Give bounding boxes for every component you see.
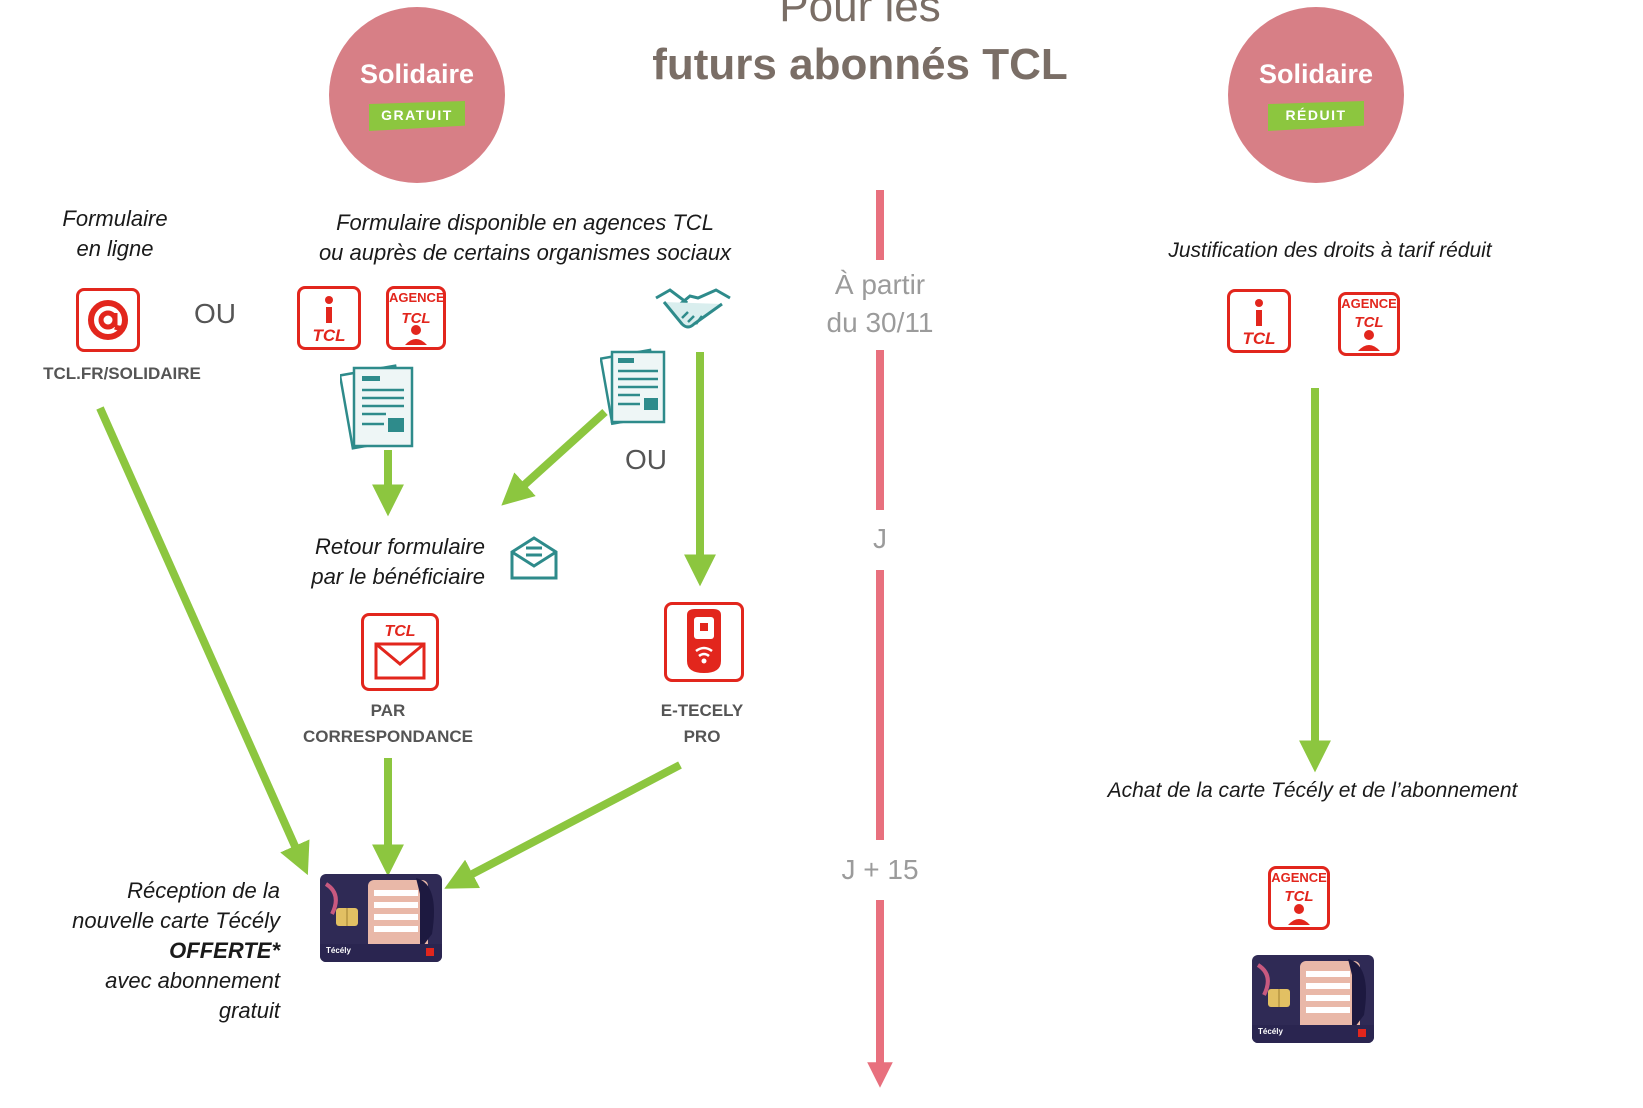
or-label-2: OU (625, 444, 667, 475)
badge-name: Solidaire (359, 59, 475, 89)
card-label: Técély (326, 946, 351, 955)
badge-ribbon (369, 101, 465, 131)
online-form-label: Formulaire en ligne (20, 204, 210, 264)
tcl-info-icon: TCL (297, 286, 361, 350)
title-line-2: futurs abonnés TCL (652, 40, 1068, 89)
timeline-start-line2: du 30/11 (826, 307, 934, 338)
agencies-form-label: Formulaire disponible en agences TCL ou … (270, 208, 780, 268)
arrow-etecely-to-card (444, 761, 682, 889)
svg-text:TCL: TCL (401, 310, 430, 327)
achat-label: Achat de la carte Técély et de l’abonnem… (1107, 779, 1518, 802)
correspondance-caption: PAR CORRESPONDANCE (270, 698, 506, 750)
reception-line4: avec abonnement (105, 968, 280, 993)
agence-icon: AGENCE TCL (1268, 866, 1330, 930)
document-icon (340, 364, 414, 450)
document-icon (600, 348, 666, 426)
agence-icon-label: AGENCE (389, 290, 445, 305)
tecely-card-image: Técély (320, 874, 442, 962)
tcl-info-icon: TCL (1227, 289, 1291, 353)
reception-line2: nouvelle carte Técély (72, 908, 280, 933)
return-form-line1: Retour formulaire (315, 534, 485, 559)
reception-line1: Réception de la (127, 878, 280, 903)
handshake-icon (655, 288, 731, 329)
at-sign-icon[interactable] (76, 288, 140, 352)
agence-icon: AGENCE TCL (386, 286, 446, 350)
reception-label: Réception de la nouvelle carte Técély OF… (20, 876, 280, 1026)
e-tecely-caption: E-TECELY PRO (614, 698, 790, 750)
online-form-label-line1: Formulaire (62, 206, 168, 231)
svg-text:TCL: TCL (1284, 888, 1313, 905)
badge-ribbon-text: GRATUIT (381, 107, 453, 123)
e-tecely-line2: PRO (683, 727, 721, 746)
return-form-line2: par le bénéficiaire (311, 564, 485, 589)
badge-ribbon-text: RÉDUIT (1285, 107, 1347, 123)
arrow-online-to-card (96, 406, 310, 876)
agence-icon-label: AGENCE (1271, 870, 1327, 885)
reception-line5: gratuit (218, 998, 280, 1023)
agence-icon-label: AGENCE (1341, 296, 1397, 311)
online-form-label-line2: en ligne (76, 236, 154, 261)
card-label: Técély (1258, 1027, 1283, 1036)
timeline-j-label: J (873, 523, 887, 554)
svg-text:TCL: TCL (1242, 329, 1275, 348)
online-url[interactable]: TCL.FR/SOLIDAIRE (43, 364, 201, 383)
correspondance-line1: PAR (370, 701, 406, 720)
arrow-partner-form-to-return (501, 409, 608, 506)
timeline-start-label: À partir du 30/11 (800, 266, 960, 342)
correspondance-line2: CORRESPONDANCE (302, 727, 474, 746)
justification-label: Justification des droits à tarif réduit (1168, 239, 1492, 262)
timeline-start-line1: À partir (834, 269, 926, 300)
mail-icon (510, 536, 558, 580)
or-label-1: OU (194, 298, 236, 329)
reception-offer: OFFERTE* (169, 938, 280, 963)
badge-name: Solidaire (1258, 59, 1374, 89)
e-tecely-terminal-icon (664, 602, 744, 682)
agence-icon: AGENCE TCL (1338, 292, 1400, 356)
page-title: Pour les futurs abonnés TCL (600, 0, 1120, 94)
tecely-card-image: Técély (1252, 955, 1374, 1043)
timeline-j15-label: J + 15 (841, 854, 919, 885)
title-line-1: Pour les (779, 0, 941, 31)
badge-ribbon (1268, 101, 1364, 131)
svg-text:TCL: TCL (384, 623, 415, 640)
return-form-label: Retour formulaire par le bénéficiaire (250, 532, 485, 592)
badge-solidaire-reduit: Solidaire RÉDUIT (1228, 7, 1404, 183)
e-tecely-line1: E-TECELY (660, 701, 744, 720)
agencies-form-line2: ou auprès de certains organismes sociaux (318, 240, 732, 265)
svg-text:TCL: TCL (1354, 314, 1383, 331)
badge-solidaire-gratuit: Solidaire GRATUIT (329, 7, 505, 183)
correspondance-envelope-icon: TCL (361, 613, 439, 691)
agencies-form-line1: Formulaire disponible en agences TCL (336, 210, 714, 235)
svg-text:TCL: TCL (312, 326, 345, 345)
